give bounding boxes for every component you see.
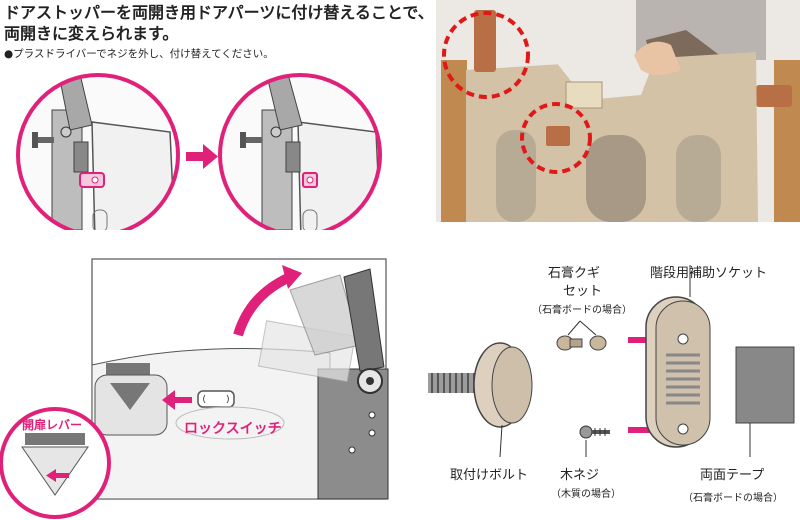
after-circle — [218, 73, 382, 230]
transition-arrow — [186, 144, 218, 169]
gate-photo — [436, 0, 800, 222]
title-line-2: 両開きに変えられます。 — [4, 24, 179, 43]
gypsum-nail-sub: （石膏ボードの場合） — [532, 305, 632, 316]
double-sided-tape — [735, 346, 795, 457]
double-tape-label: 両面テープ — [700, 468, 765, 483]
instruction-title: ドアストッパーを両開き用ドアパーツに付け替えることで、 両開きに変えられます。 — [4, 2, 434, 44]
stair-socket-label: 階段用補助ソケット — [650, 266, 768, 281]
title-line-1: ドアストッパーを両開き用ドアパーツに付け替えることで、 — [4, 3, 434, 22]
mechanism-diagram — [0, 258, 389, 519]
wood-screw-sub: （木質の場合） — [551, 489, 621, 500]
instruction-note: ●プラスドライバーでネジを外し、付け替えてください。 — [4, 48, 274, 60]
wood-screw-label: 木ネジ — [560, 468, 600, 483]
mount-bolt-label: 取付けボルト — [450, 468, 529, 483]
before-circle — [16, 73, 180, 230]
stair-socket — [645, 265, 711, 448]
gypsum-nail-label-2: セット — [563, 284, 603, 299]
wood-screw — [579, 425, 610, 457]
gypsum-nail-label-1: 石膏クギ — [548, 266, 601, 281]
replacement-diagram — [16, 73, 382, 230]
parts-diagram — [428, 265, 795, 458]
lock-switch-label: ロックスイッチ — [184, 421, 282, 437]
mount-bolt — [428, 342, 533, 458]
double-tape-sub: （石膏ボードの場合） — [683, 493, 783, 504]
door-lever-label: 開扉レバー — [22, 418, 83, 432]
gypsum-nail-set — [556, 320, 607, 351]
